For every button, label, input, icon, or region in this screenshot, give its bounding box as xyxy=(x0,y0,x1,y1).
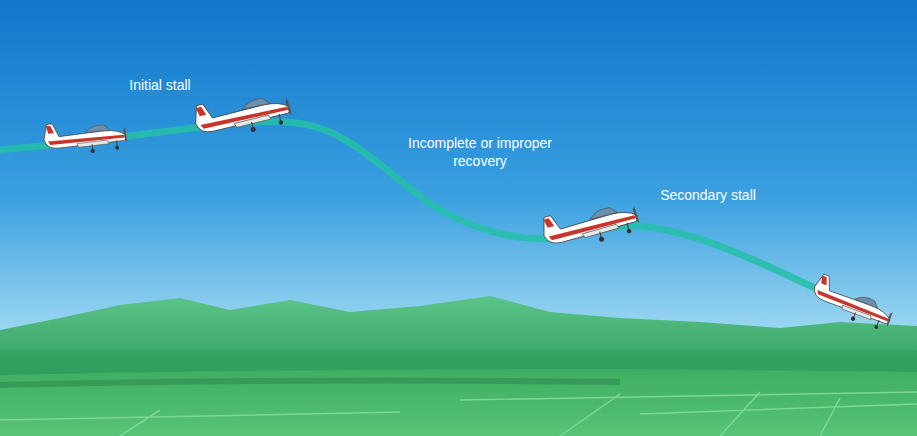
recovery-label: Incomplete or improper recovery xyxy=(390,134,570,170)
stall-label: Secondary stall xyxy=(638,186,778,204)
stall-label: Initial stall xyxy=(100,76,220,94)
